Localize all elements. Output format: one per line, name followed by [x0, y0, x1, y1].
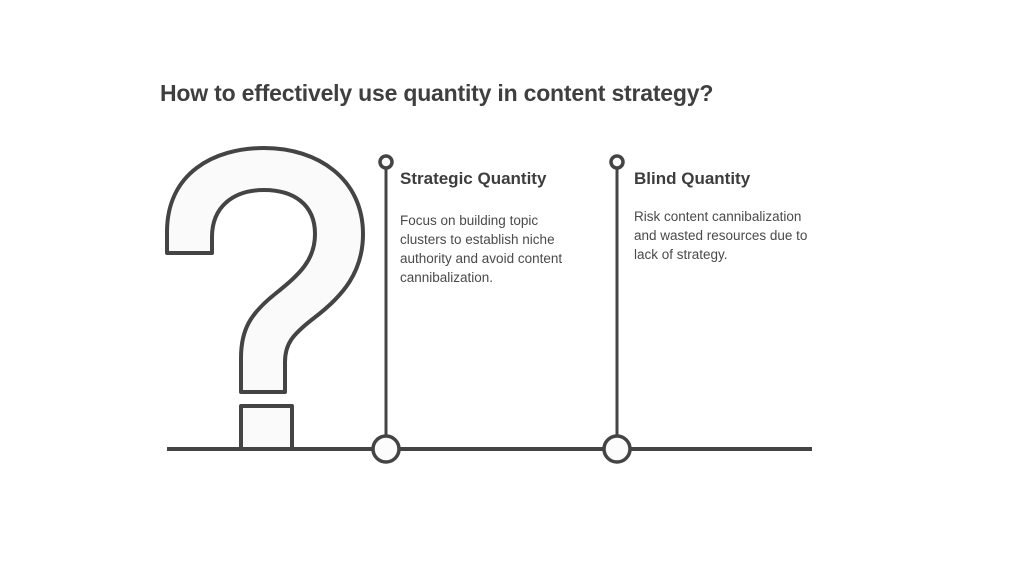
- column-blind-quantity: Blind Quantity Risk content cannibalizat…: [634, 168, 824, 264]
- bottom-marker-icon: [371, 434, 401, 464]
- bottom-marker-icon: [602, 434, 632, 464]
- column-body-text: Focus on building topic clusters to esta…: [400, 212, 563, 286]
- column-heading: Blind Quantity: [634, 169, 751, 188]
- top-marker-icon: [609, 154, 625, 170]
- connector-strategic-quantity: [371, 154, 401, 464]
- page-title: How to effectively use quantity in conte…: [160, 80, 714, 106]
- connector-blind-quantity: [602, 154, 632, 464]
- top-marker-icon: [378, 154, 394, 170]
- column-heading: Strategic Quantity: [400, 169, 547, 188]
- column-strategic-quantity: Strategic Quantity Focus on building top…: [400, 168, 580, 287]
- column-body-text: Risk content cannibalization and wasted …: [634, 208, 808, 262]
- question-mark-icon: [165, 146, 365, 450]
